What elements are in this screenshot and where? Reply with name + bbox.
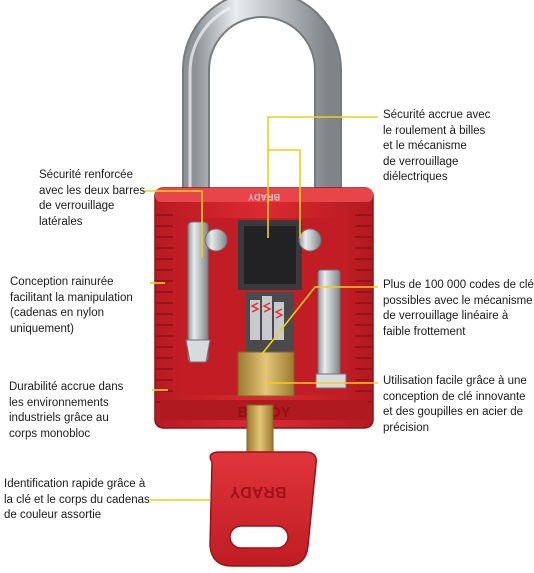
callout-line: Durabilité accrue dans	[9, 381, 124, 393]
ball-bearing-left	[204, 228, 228, 252]
right-locking-bar	[315, 269, 347, 389]
callout-utilisation: Utilisation facile grâce à une conceptio…	[383, 374, 527, 436]
leader-roulement	[267, 116, 378, 238]
top-brand-emboss: BRADY	[248, 192, 280, 202]
callout-line: de verrouillage linéaire à	[383, 310, 509, 322]
key-hole	[229, 525, 289, 549]
callout-line: possibles avec le mécanisme	[383, 294, 533, 307]
callout-line: de verrouillage	[39, 200, 115, 212]
callout-line: le roulement à billes	[383, 124, 486, 137]
callout-line: Conception rainurée	[10, 276, 114, 288]
callout-line: (cadenas en nylon	[10, 307, 104, 319]
body-grooves-right	[355, 214, 372, 403]
callout-line: les environnements	[9, 396, 109, 409]
callout-line: latérales	[39, 215, 83, 228]
callout-line: industriels grâce au	[9, 412, 109, 424]
callout-line: et le mécanisme	[383, 140, 467, 152]
brass-cylinder	[237, 351, 295, 397]
callout-line: avec les deux barres	[39, 184, 146, 197]
key-brand-emboss: BRADY	[229, 483, 286, 500]
callout-line: conception de clé innovante	[383, 390, 526, 403]
body-grooves-left	[156, 214, 173, 403]
callout-line: et des goupilles en acier de	[383, 406, 524, 418]
callout-codes: Plus de 100 000 codes de clé possibles a…	[383, 278, 534, 340]
cutaway-interior	[178, 218, 348, 397]
callout-line: Sécurité renforcée	[39, 169, 133, 181]
callout-line: corps monobloc	[9, 427, 91, 440]
callout-roulement: Sécurité accrue avec le roulement à bill…	[383, 108, 490, 186]
left-locking-bar	[185, 221, 211, 363]
callout-identification: Identification rapide grâce à la clé et …	[4, 477, 150, 524]
callout-durabilite: Durabilité accrue dans les environnement…	[9, 380, 123, 442]
callout-line: uniquement)	[10, 322, 74, 335]
leader-securite-barres	[142, 190, 203, 258]
pin-mechanism	[246, 292, 294, 352]
callout-securite-barres: Sécurité renforcée avec les deux barres …	[39, 168, 145, 230]
callout-line: diélectriques	[383, 171, 448, 183]
callout-line: la clé et le corps du cadenas	[4, 493, 150, 506]
callout-leader-lines	[142, 116, 378, 501]
callout-rainure: Conception rainurée facilitant la manipu…	[10, 275, 133, 337]
callout-line: Identification rapide grâce à	[4, 478, 146, 490]
callout-line: de verrouillage	[383, 155, 459, 168]
ball-bearing-right	[298, 228, 322, 252]
callout-line: faible frottement	[383, 325, 466, 338]
callout-line: de couleur assortie	[4, 509, 102, 521]
key-head: BRADY	[209, 451, 318, 567]
callout-line: précision	[383, 421, 430, 434]
callout-line: Plus de 100 000 codes de clé	[383, 279, 534, 291]
callout-line: Sécurité accrue avec	[383, 109, 491, 121]
callout-line: facilitant la manipulation	[10, 291, 133, 304]
leader-roulement-2	[268, 149, 301, 238]
callout-line: Utilisation facile grâce à une	[383, 375, 527, 387]
shackle	[182, 0, 342, 240]
leader-codes	[261, 286, 378, 355]
